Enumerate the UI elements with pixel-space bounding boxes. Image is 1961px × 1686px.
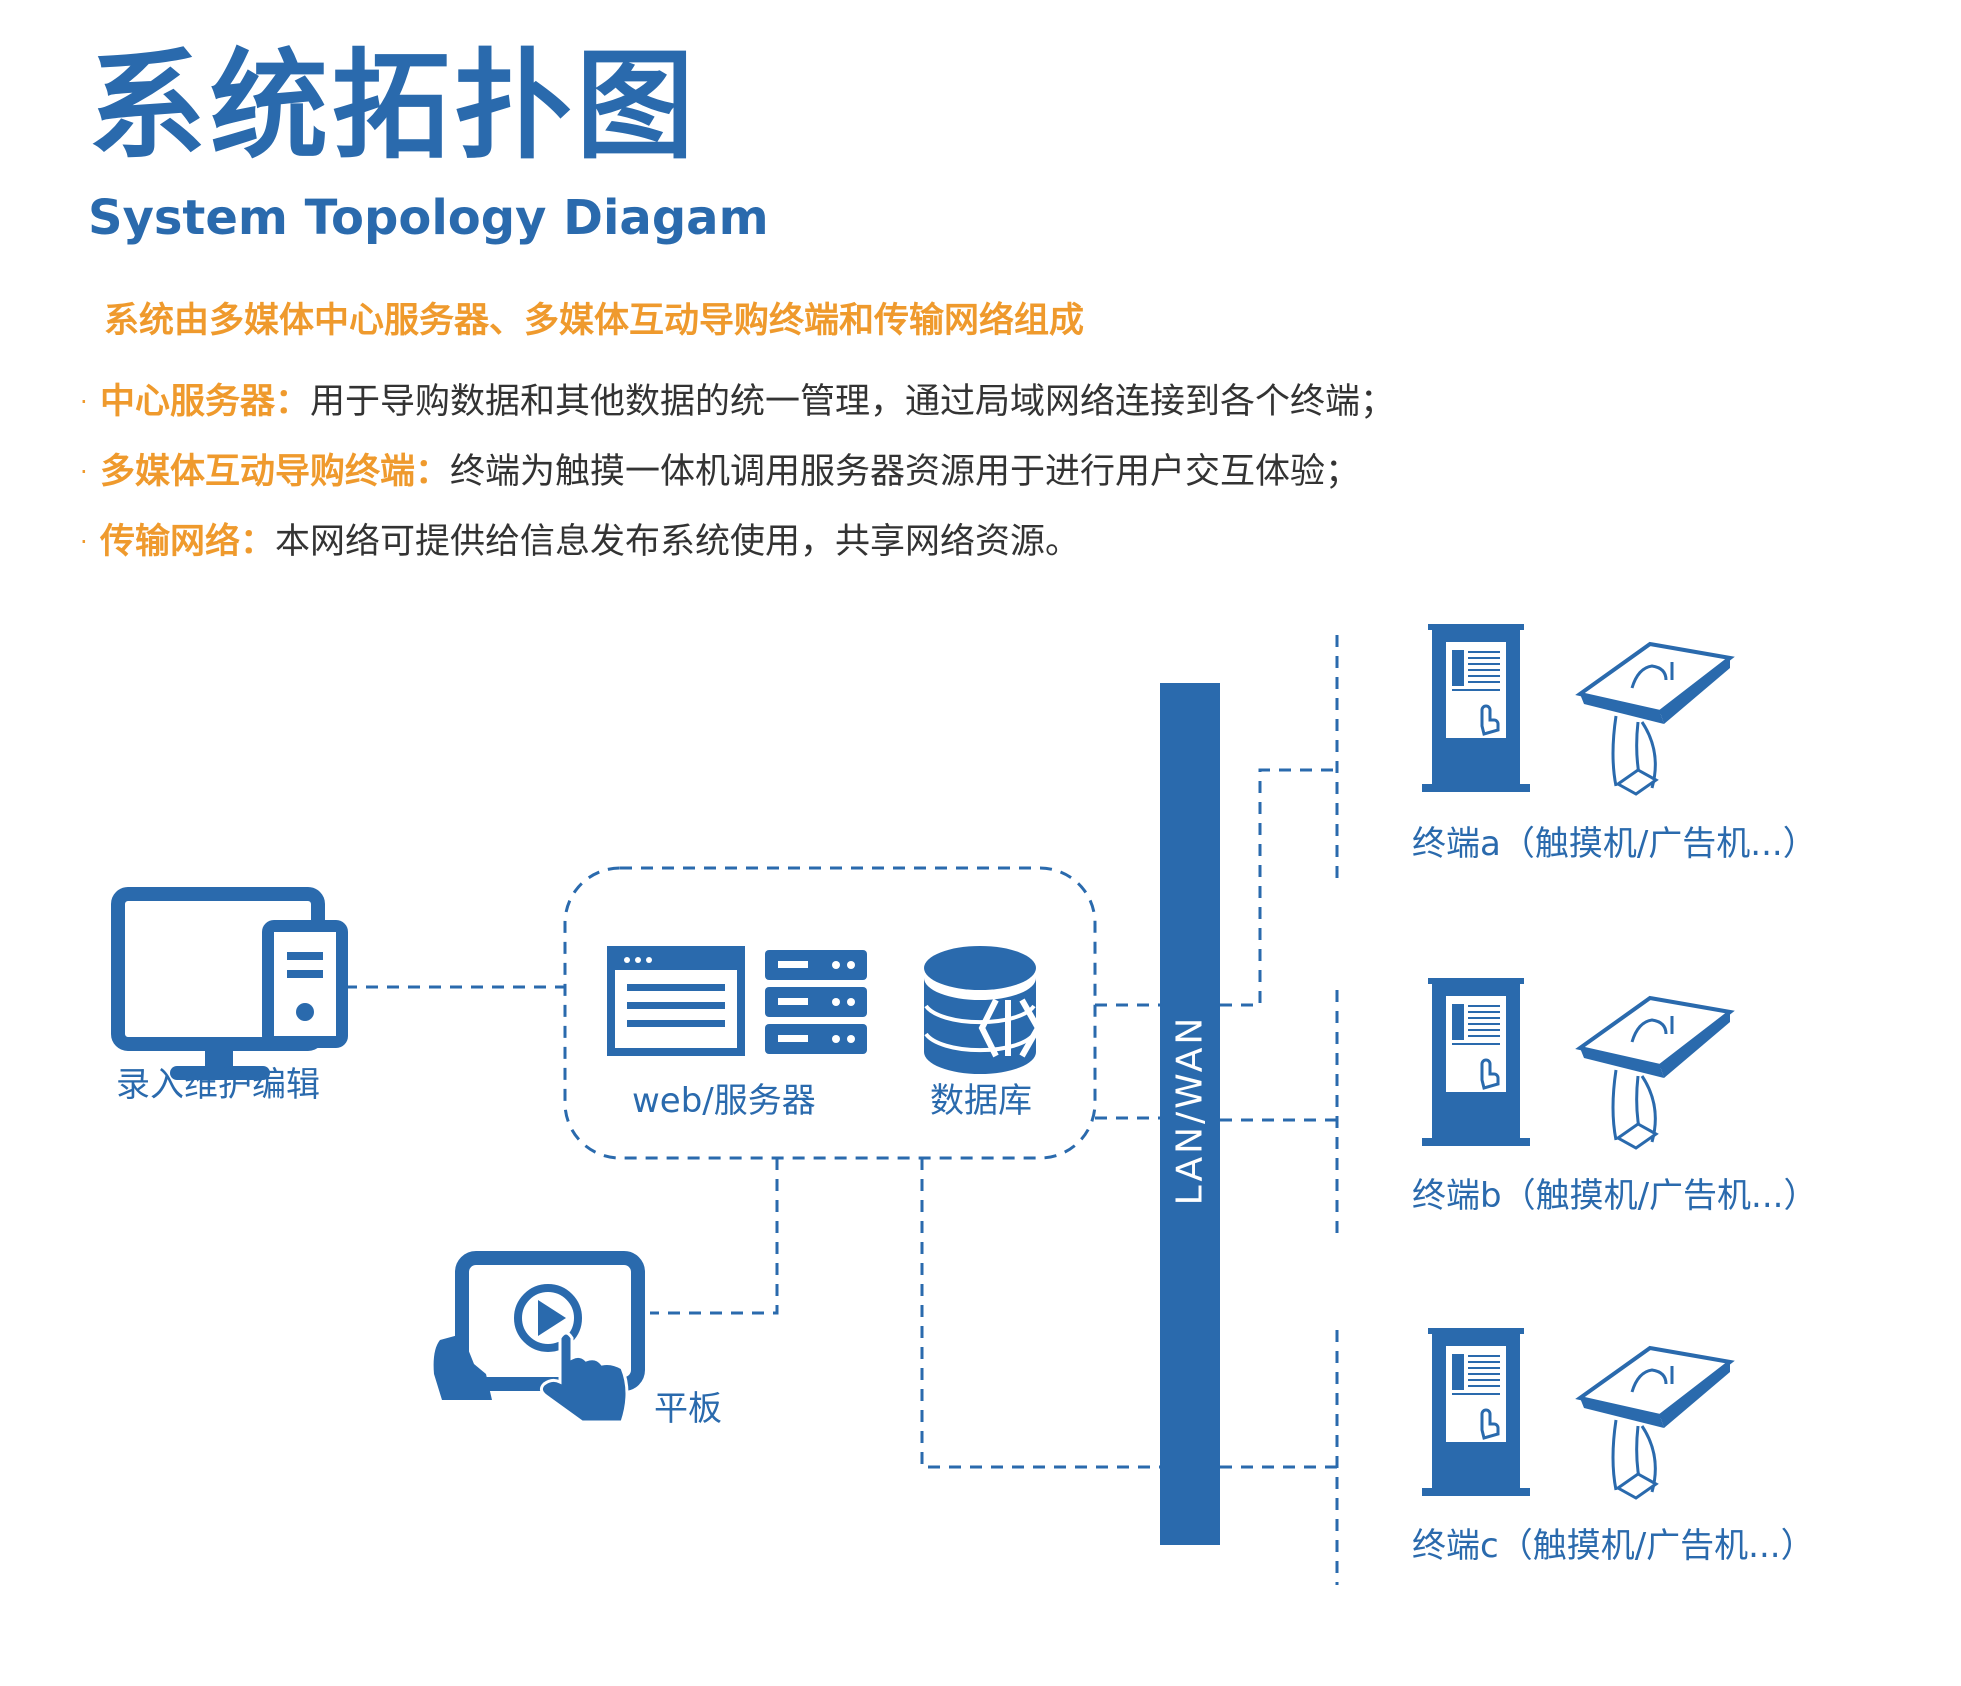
database-label: 数据库 bbox=[930, 1081, 1032, 1121]
touch-table-icon bbox=[1578, 642, 1732, 796]
network-bar bbox=[1160, 683, 1220, 1545]
bullet-text: 本网络可提供给信息发布系统使用，共享网络资源。 bbox=[275, 522, 1081, 562]
bullet-list: · 中心服务器：用于导购数据和其他数据的统一管理，通过局域网络连接到各个终端； ·… bbox=[80, 372, 1395, 582]
bullet-dot-icon: · bbox=[80, 458, 88, 486]
page-subtitle: System Topology Diagam bbox=[88, 190, 769, 246]
bullet-dot-icon: · bbox=[80, 528, 88, 556]
terminal-label: 终端a（触摸机/广告机...） bbox=[1412, 824, 1817, 864]
page-title: 系统拓扑图 bbox=[88, 37, 699, 175]
desktop-computer-icon bbox=[111, 887, 348, 1080]
editor-label: 录入维护编辑 bbox=[116, 1065, 320, 1105]
kiosk-icon bbox=[1420, 1326, 1532, 1498]
dashed-connections bbox=[345, 635, 1339, 1585]
server-rack-icon bbox=[765, 950, 867, 1054]
intro-text: 系统由多媒体中心服务器、多媒体互动导购终端和传输网络组成 bbox=[104, 301, 1085, 341]
bullet-key: 多媒体互动导购终端： bbox=[100, 452, 451, 492]
terminal-label: 终端b（触摸机/广告机...） bbox=[1412, 1176, 1817, 1216]
terminal-label: 终端c（触摸机/广告机...） bbox=[1412, 1526, 1815, 1566]
kiosk-icon bbox=[1420, 622, 1532, 794]
bullet-key: 传输网络： bbox=[100, 522, 276, 562]
terminal-c: 终端c（触摸机/广告机...） bbox=[1412, 1326, 1815, 1566]
web-server-label: web/服务器 bbox=[632, 1081, 816, 1121]
touch-table-icon bbox=[1578, 1346, 1732, 1500]
web-page-icon bbox=[607, 946, 745, 1056]
bullet-item: · 传输网络：本网络可提供给信息发布系统使用，共享网络资源。 bbox=[80, 512, 1395, 582]
terminal-b: 终端b（触摸机/广告机...） bbox=[1412, 976, 1817, 1216]
database-icon bbox=[924, 946, 1042, 1074]
bullet-key: 中心服务器： bbox=[100, 382, 311, 422]
bullet-text: 终端为触摸一体机调用服务器资源用于进行用户交互体验； bbox=[450, 452, 1361, 492]
tablet-touch-icon bbox=[433, 1251, 645, 1424]
bullet-item: · 多媒体互动导购终端：终端为触摸一体机调用服务器资源用于进行用户交互体验； bbox=[80, 442, 1395, 512]
bullet-dot-icon: · bbox=[80, 388, 88, 416]
bullet-item: · 中心服务器：用于导购数据和其他数据的统一管理，通过局域网络连接到各个终端； bbox=[80, 372, 1395, 442]
bullet-text: 用于导购数据和其他数据的统一管理，通过局域网络连接到各个终端； bbox=[310, 382, 1396, 422]
terminal-a: 终端a（触摸机/广告机...） bbox=[1412, 622, 1817, 864]
kiosk-icon bbox=[1420, 976, 1532, 1148]
network-label: LAN/WAN bbox=[1170, 1015, 1211, 1206]
touch-table-icon bbox=[1578, 996, 1732, 1150]
tablet-label: 平板 bbox=[654, 1389, 722, 1429]
